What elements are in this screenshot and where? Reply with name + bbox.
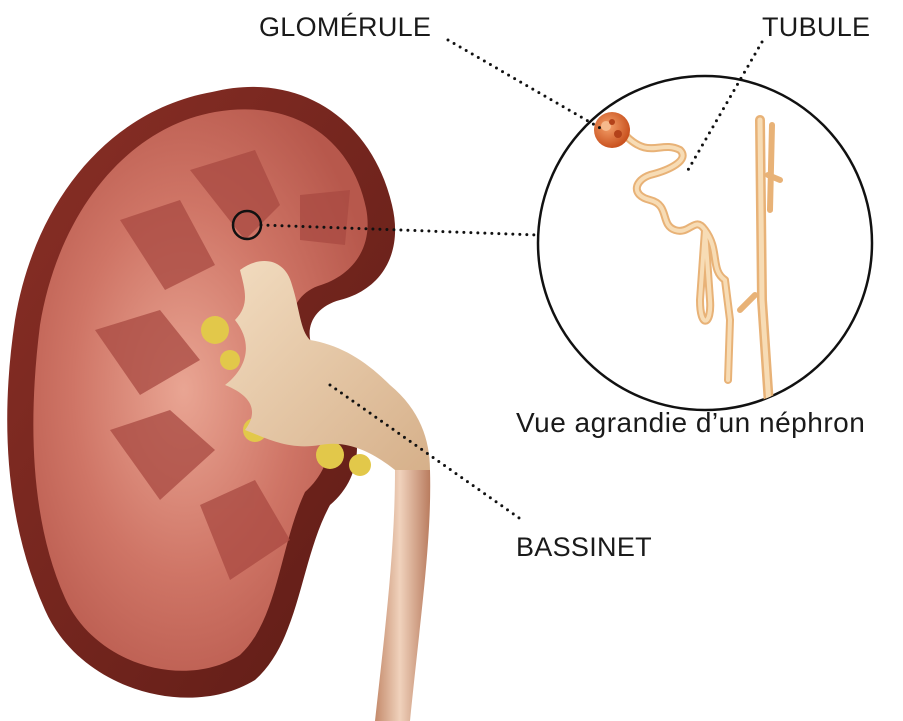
leader-line-glomerule bbox=[448, 40, 600, 128]
nephron-illustration bbox=[538, 76, 872, 420]
label-bassinet: BASSINET bbox=[516, 532, 652, 563]
pyramid bbox=[300, 190, 350, 245]
glomerulus-icon bbox=[594, 112, 630, 148]
caption-nephron: Vue agrandie d’un néphron bbox=[516, 407, 865, 439]
label-glomerule: GLOMÉRULE bbox=[259, 12, 431, 43]
kidney-illustration bbox=[7, 87, 430, 721]
label-tubule: TUBULE bbox=[762, 12, 870, 43]
ureter bbox=[375, 470, 430, 721]
